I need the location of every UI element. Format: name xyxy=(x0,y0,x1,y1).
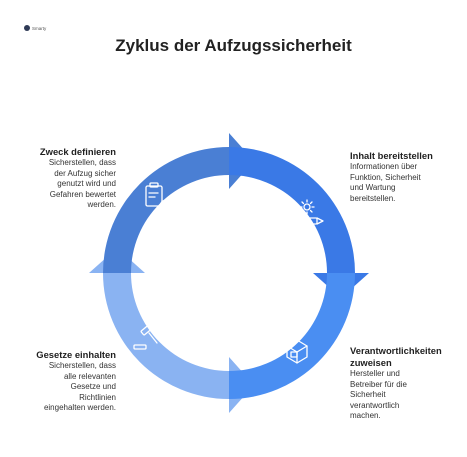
text-line: eingehalten werden. xyxy=(43,403,116,412)
diagram-title: Zyklus der Aufzugssicherheit xyxy=(115,36,352,55)
text-line: Funktion, Sicherheit xyxy=(350,172,421,182)
text-line: der Aufzug sicher xyxy=(54,168,116,178)
heading-gesetze: Gesetze einhalten xyxy=(36,349,116,360)
segment-gesetze xyxy=(89,248,254,413)
heading-inhalt: Inhalt bereitstellen xyxy=(350,150,433,161)
text-line: Hersteller und xyxy=(350,369,400,378)
text-line: Gesetze und xyxy=(70,382,116,391)
heading-verantwortlichkeiten-line2: zuweisen xyxy=(350,357,392,368)
text-line: genutzt wird und xyxy=(57,179,116,188)
text-line: werden. xyxy=(87,200,116,209)
heading-zweck: Zweck definieren xyxy=(39,146,116,157)
text-line: verantwortlich xyxy=(350,400,400,410)
box-stack-icon xyxy=(286,339,308,364)
heading-verantwortlichkeiten-line1: Verantwortlichkeiten xyxy=(350,345,442,356)
text-block-zweck: Zweck definieren Sicherstellen, dass der… xyxy=(18,146,116,211)
text-line: alle relevanten xyxy=(63,371,116,381)
gear-pen-icon xyxy=(294,199,324,225)
segment-verantwortlichkeiten xyxy=(229,273,355,399)
text-line: Betreiber für die xyxy=(350,379,407,389)
text-block-inhalt: Inhalt bereitstellen Informationen über … xyxy=(350,150,454,204)
text-line: Gefahren bewertet xyxy=(49,189,116,199)
segment-inhalt xyxy=(229,147,369,298)
text-line: Informationen über xyxy=(350,162,418,171)
brand-logo: Smarty xyxy=(24,25,46,31)
text-line: Richtlinien xyxy=(79,392,116,402)
text-block-verantwortlichkeiten: Verantwortlichkeiten zuweisen Hersteller… xyxy=(350,345,458,422)
clipboard-search-icon xyxy=(145,182,174,214)
text-line: und Wartung xyxy=(350,183,396,192)
segment-zweck xyxy=(103,133,254,273)
logo-icon xyxy=(24,25,30,31)
logo-text: Smarty xyxy=(32,25,47,31)
text-line: bereitstellen. xyxy=(350,193,396,203)
gavel-icon xyxy=(133,323,158,350)
text-line: Sicherstellen, dass xyxy=(48,361,116,370)
text-line: Sicherheit xyxy=(350,390,386,399)
text-block-gesetze: Gesetze einhalten Sicherstellen, dass al… xyxy=(18,349,116,414)
text-line: machen. xyxy=(350,411,381,420)
text-line: Sicherstellen, dass xyxy=(48,158,116,167)
